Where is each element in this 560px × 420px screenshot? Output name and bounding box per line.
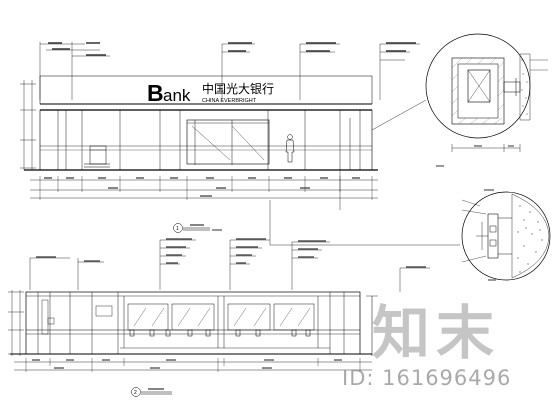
brand-chinese-name: 中国光大银行 [202, 81, 274, 96]
top-title-callout: 1 [176, 226, 179, 232]
watermark-logo: 知末 [372, 299, 501, 367]
brand-initial: B [147, 80, 164, 106]
top-drawing-title: 1 [173, 223, 222, 233]
brand-word: ank [163, 86, 191, 105]
bottom-leader-notes [29, 238, 430, 292]
detail-circle-middle [461, 189, 551, 281]
brand-english-name: CHINA EVERBRIGHT [202, 98, 257, 104]
watermark-id: ID: 161696496 [342, 366, 512, 390]
facade-mullions [57, 110, 361, 170]
human-figure [285, 134, 295, 163]
bottom-left-dimensions [8, 290, 24, 356]
teller-windows [127, 303, 315, 337]
entrance-steps [84, 163, 110, 171]
top-bottom-dimensions [30, 176, 378, 200]
detail-leader-1 [371, 99, 427, 131]
facade-elevation-top: B ank 中国光大银行 CHINA EVERBRIGHT [20, 42, 420, 233]
top-leader-notes [39, 42, 420, 100]
detail-circle-top [425, 33, 548, 167]
bottom-title-callout: 2 [134, 390, 137, 396]
bottom-dimension-chain [14, 358, 372, 372]
bottom-drawing-title: 2 [131, 387, 172, 397]
top-left-dimensions [20, 80, 36, 170]
interior-elevation-bottom: 2 [8, 238, 430, 397]
